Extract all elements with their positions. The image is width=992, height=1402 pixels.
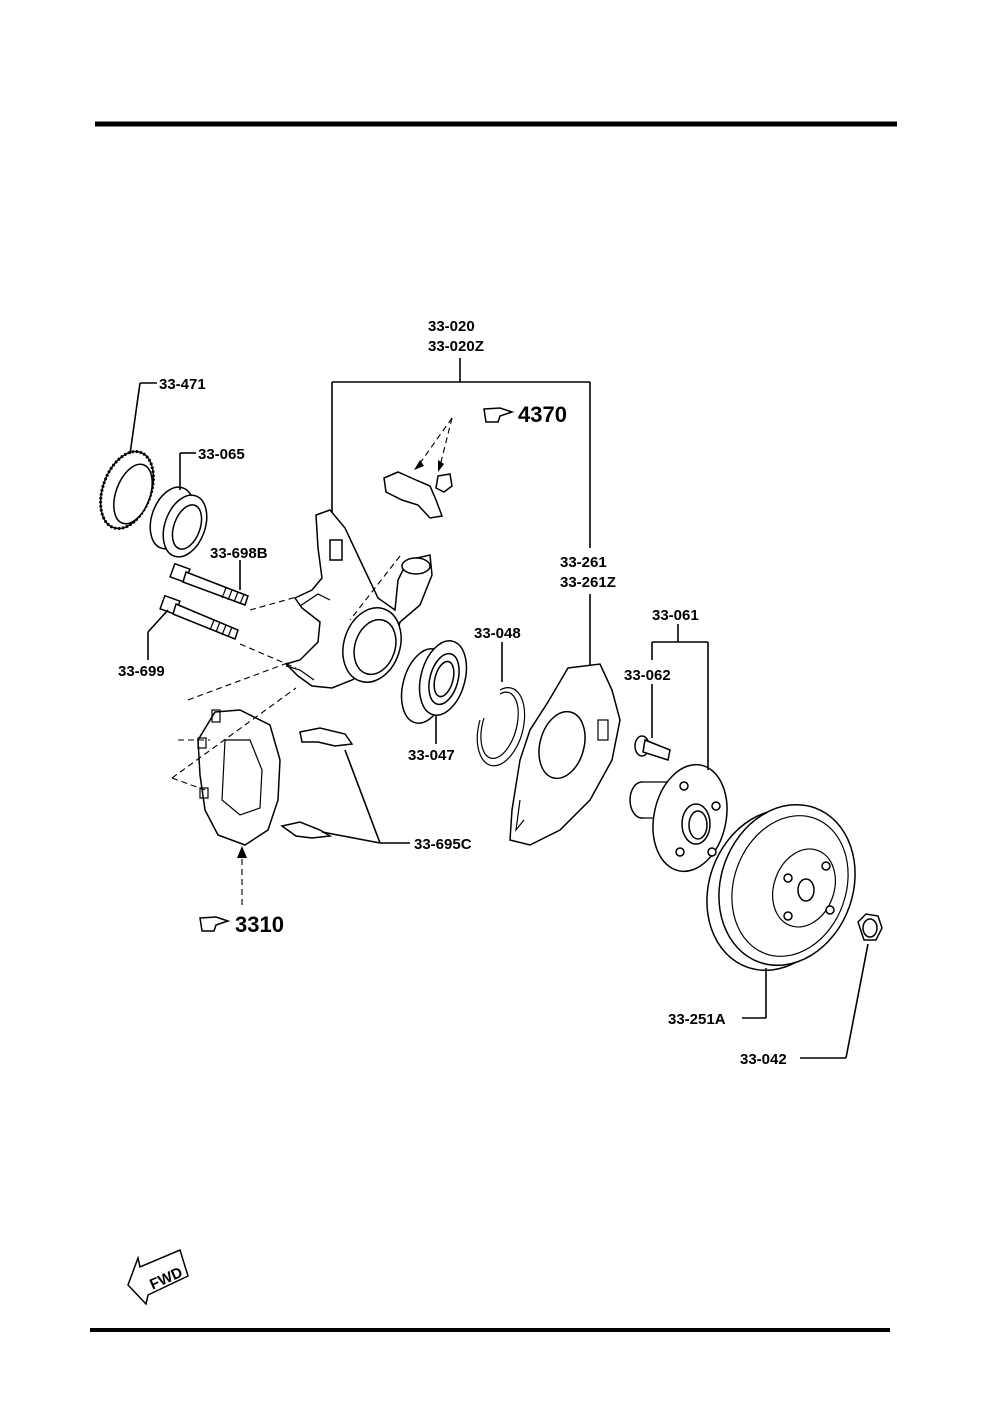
label-33-471: 33-471 [159, 376, 206, 393]
label-33-020: 33-020 [428, 318, 475, 335]
label-33-042: 33-042 [740, 1051, 787, 1068]
wheel-bearing[interactable] [394, 636, 474, 729]
reference-4370[interactable]: 4370 [518, 402, 567, 427]
hub-nut[interactable] [857, 913, 883, 941]
hand-pointer-icon [199, 916, 231, 932]
label-33-251a: 33-251A [668, 1011, 726, 1028]
hand-pointer-icon [483, 407, 515, 423]
abs-sensor[interactable] [383, 471, 453, 519]
hub-bolt[interactable] [634, 735, 671, 761]
label-33-261z: 33-261Z [560, 574, 616, 591]
fwd-arrow-icon: FWD [127, 1248, 189, 1306]
label-33-020z: 33-020Z [428, 338, 484, 355]
bolt-33-699[interactable] [159, 594, 239, 640]
bolt-33-698b[interactable] [169, 562, 249, 606]
brake-caliper[interactable] [197, 709, 281, 846]
label-33-065: 33-065 [198, 446, 245, 463]
wheel-hub[interactable] [629, 758, 736, 879]
label-33-699: 33-699 [118, 663, 165, 680]
label-33-048: 33-048 [474, 625, 521, 642]
anti-rattle-clip[interactable] [280, 727, 354, 839]
label-33-047: 33-047 [408, 747, 455, 764]
abs-sensor-ring[interactable] [91, 444, 163, 536]
steering-knuckle[interactable] [284, 509, 433, 690]
label-33-698b: 33-698B [210, 545, 268, 562]
label-33-261: 33-261 [560, 554, 607, 571]
oil-seal[interactable] [142, 481, 214, 563]
dust-cover[interactable] [509, 663, 621, 846]
label-33-062: 33-062 [624, 667, 671, 684]
label-33-061: 33-061 [652, 607, 699, 624]
leader-lines [129, 358, 869, 1059]
snap-ring[interactable] [476, 687, 526, 767]
assembly-dashed-lines [171, 417, 453, 905]
brake-disc[interactable] [685, 785, 877, 989]
reference-3310[interactable]: 3310 [235, 912, 284, 937]
label-33-695c: 33-695C [414, 836, 472, 853]
